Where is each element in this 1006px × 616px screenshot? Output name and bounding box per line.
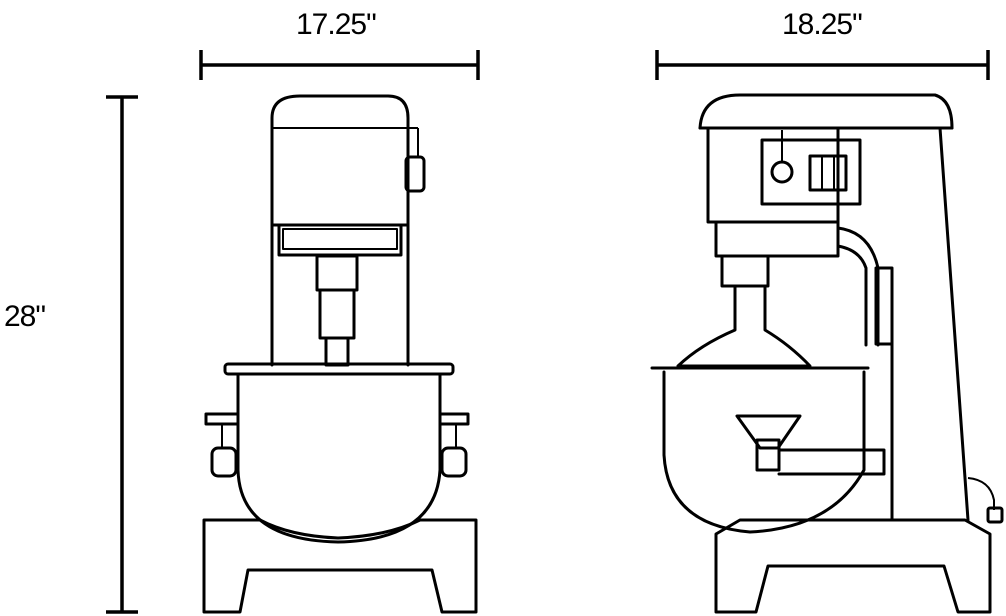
- height-dimension-line: [106, 95, 138, 614]
- mixer-front-view: [202, 94, 478, 614]
- front-width-label: 17.25": [296, 8, 377, 41]
- height-label: 28": [4, 300, 46, 333]
- side-depth-label: 18.25": [782, 8, 863, 41]
- mixer-side-view: [650, 93, 1004, 614]
- front-width-dimension-line: [199, 50, 480, 80]
- side-depth-dimension-line: [655, 50, 990, 80]
